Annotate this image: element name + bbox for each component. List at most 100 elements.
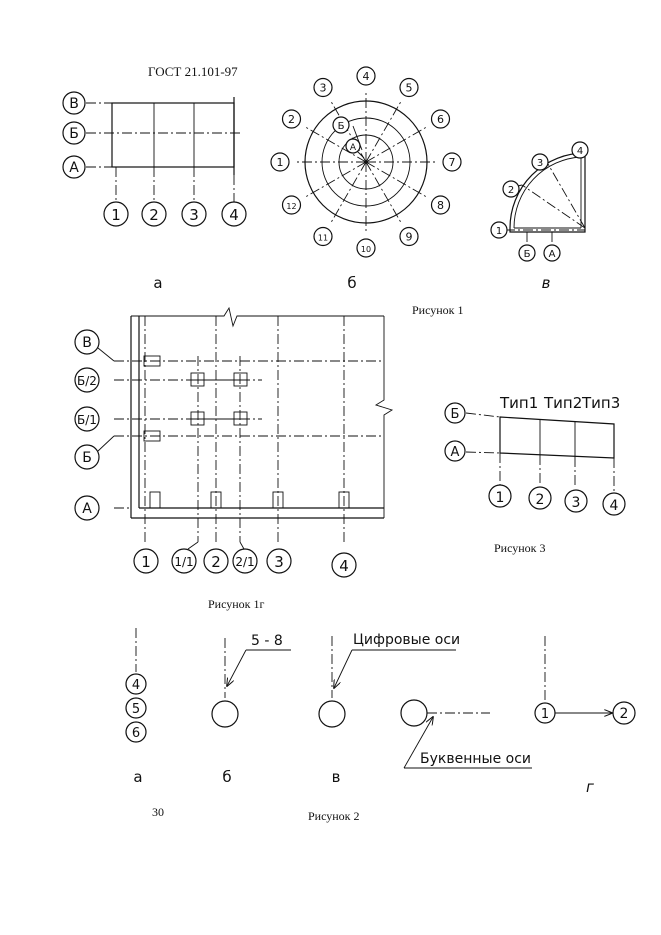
svg-text:12: 12 — [286, 202, 296, 211]
svg-text:2: 2 — [288, 113, 295, 126]
axis-bubble-col: 1 — [488, 484, 512, 508]
svg-text:1: 1 — [141, 553, 151, 571]
svg-text:Б: Б — [451, 407, 460, 422]
axis-bubble-col: 4 — [602, 492, 626, 516]
svg-text:Б/1: Б/1 — [77, 413, 97, 427]
svg-text:4: 4 — [363, 70, 370, 83]
svg-text:1/1: 1/1 — [174, 555, 193, 569]
axis-bubble-row: А — [62, 155, 86, 179]
type-label: Тип2 — [543, 394, 582, 412]
page-number: 30 — [152, 805, 164, 819]
svg-text:2: 2 — [211, 553, 221, 571]
radial-axis-line — [330, 161, 367, 223]
axis-bubble: 5 — [125, 697, 147, 719]
axis-bubble-row: А — [74, 495, 100, 521]
axis-bubble-radial: 6 — [430, 109, 451, 129]
standard-header: ГОСТ 21.101-97 — [148, 64, 238, 79]
svg-text:А: А — [82, 501, 92, 517]
svg-text:2: 2 — [149, 206, 159, 224]
axis-bubble-row: Б/2 — [74, 367, 100, 393]
figure-2v: Цифровые оси Буквенные оси в — [318, 632, 532, 786]
axis-bubble-col: 3 — [266, 548, 292, 574]
axis-bubble-radial: 11 — [313, 226, 333, 247]
svg-text:3: 3 — [320, 82, 327, 95]
leader-label: Буквенные оси — [420, 751, 531, 767]
axis-bubble: Б — [518, 244, 536, 262]
leader-label: 5 - 8 — [251, 633, 283, 649]
svg-text:1: 1 — [496, 490, 505, 506]
svg-text:5: 5 — [406, 82, 413, 95]
axis-bubble-col: 4 — [221, 201, 247, 227]
svg-text:4: 4 — [229, 206, 239, 224]
svg-text:Б/2: Б/2 — [77, 374, 97, 388]
axis-bubble-radial: 12 — [281, 195, 302, 215]
axis-bubble-col: 1 — [103, 201, 129, 227]
axis-bubble-col: 2 — [528, 486, 552, 510]
svg-text:3: 3 — [189, 206, 199, 224]
figure-3: Тип1 Тип2 Тип3 Б А 1 2 3 4 Рисунок 3 — [444, 394, 626, 555]
axis-bubble-radial: 5 — [399, 77, 419, 98]
svg-text:9: 9 — [406, 231, 413, 244]
radial-axis-line — [330, 101, 367, 163]
axis-bubble-col: 3 — [181, 201, 207, 227]
radial-axis-line — [365, 161, 402, 223]
axis-bubble: 2 — [502, 180, 520, 198]
radial-axis-line — [305, 161, 367, 198]
radial-axis-line — [305, 126, 367, 163]
axis-bubble-row: В — [74, 329, 100, 355]
sublabel-v: в — [332, 768, 341, 786]
axis-bubble: А — [543, 244, 561, 262]
svg-text:1: 1 — [541, 707, 549, 722]
axis-bubble-radial: 4 — [356, 66, 376, 86]
axis-bubble-col: 2 — [141, 201, 167, 227]
svg-text:А: А — [451, 445, 460, 460]
leader-label: Цифровые оси — [353, 632, 460, 648]
figure-2g: 1 2 г — [534, 636, 636, 796]
axis-bubble-row: Б — [444, 402, 466, 424]
svg-text:1: 1 — [277, 156, 284, 169]
axis-bubble-row: А — [444, 440, 466, 462]
svg-text:10: 10 — [361, 245, 371, 254]
svg-text:4: 4 — [132, 678, 140, 693]
svg-text:6: 6 — [437, 113, 444, 126]
figure-1a: В Б А 1 2 3 4 а — [62, 91, 247, 292]
axis-bubble-col: 1/1 — [171, 548, 197, 574]
axis-bubble-radial: 2 — [281, 109, 302, 129]
axis-bubble-col: 4 — [331, 552, 357, 578]
figure-1g: В Б/2 Б/1 Б А 1 1/1 2 2/1 3 4 Рисунок 1г — [74, 306, 394, 611]
radial-axis-line — [365, 101, 402, 163]
axis-bubble-row: В — [62, 91, 86, 115]
figure-2b: 5 - 8 б — [211, 633, 291, 786]
figure-2-caption: Рисунок 2 — [308, 809, 360, 823]
sublabel-g: г — [586, 778, 594, 796]
axis-bubble-inner: А — [345, 138, 361, 154]
svg-text:А: А — [69, 160, 79, 176]
svg-text:3: 3 — [572, 495, 581, 511]
axis-bubble-col: 1 — [133, 548, 159, 574]
axis-bubble-radial: 1 — [270, 152, 290, 172]
svg-text:Б: Б — [524, 249, 531, 260]
svg-text:3: 3 — [537, 158, 543, 169]
svg-text:3: 3 — [274, 553, 284, 571]
svg-text:2: 2 — [536, 492, 545, 508]
type-label: Тип3 — [581, 394, 620, 412]
axis-bubble-row: Б — [62, 121, 86, 145]
svg-text:Б: Б — [338, 121, 345, 132]
svg-text:4: 4 — [339, 557, 349, 575]
figure-2a: 4 5 6 а — [125, 628, 147, 786]
sublabel-a: а — [133, 768, 142, 786]
svg-text:1: 1 — [111, 206, 121, 224]
figure-3-caption: Рисунок 3 — [494, 541, 546, 555]
svg-text:А: А — [350, 143, 357, 153]
svg-text:Б: Б — [69, 126, 79, 142]
radial-axis-line — [365, 126, 427, 163]
axis-bubble: 1 — [534, 702, 556, 724]
svg-text:2: 2 — [508, 185, 514, 196]
figure-1g-caption: Рисунок 1г — [208, 597, 265, 611]
svg-text:2/1: 2/1 — [235, 555, 254, 569]
figure-1-caption: Рисунок 1 — [412, 303, 464, 317]
axis-bubble-col: 2 — [203, 548, 229, 574]
axis-bubble-inner: Б — [332, 116, 350, 134]
